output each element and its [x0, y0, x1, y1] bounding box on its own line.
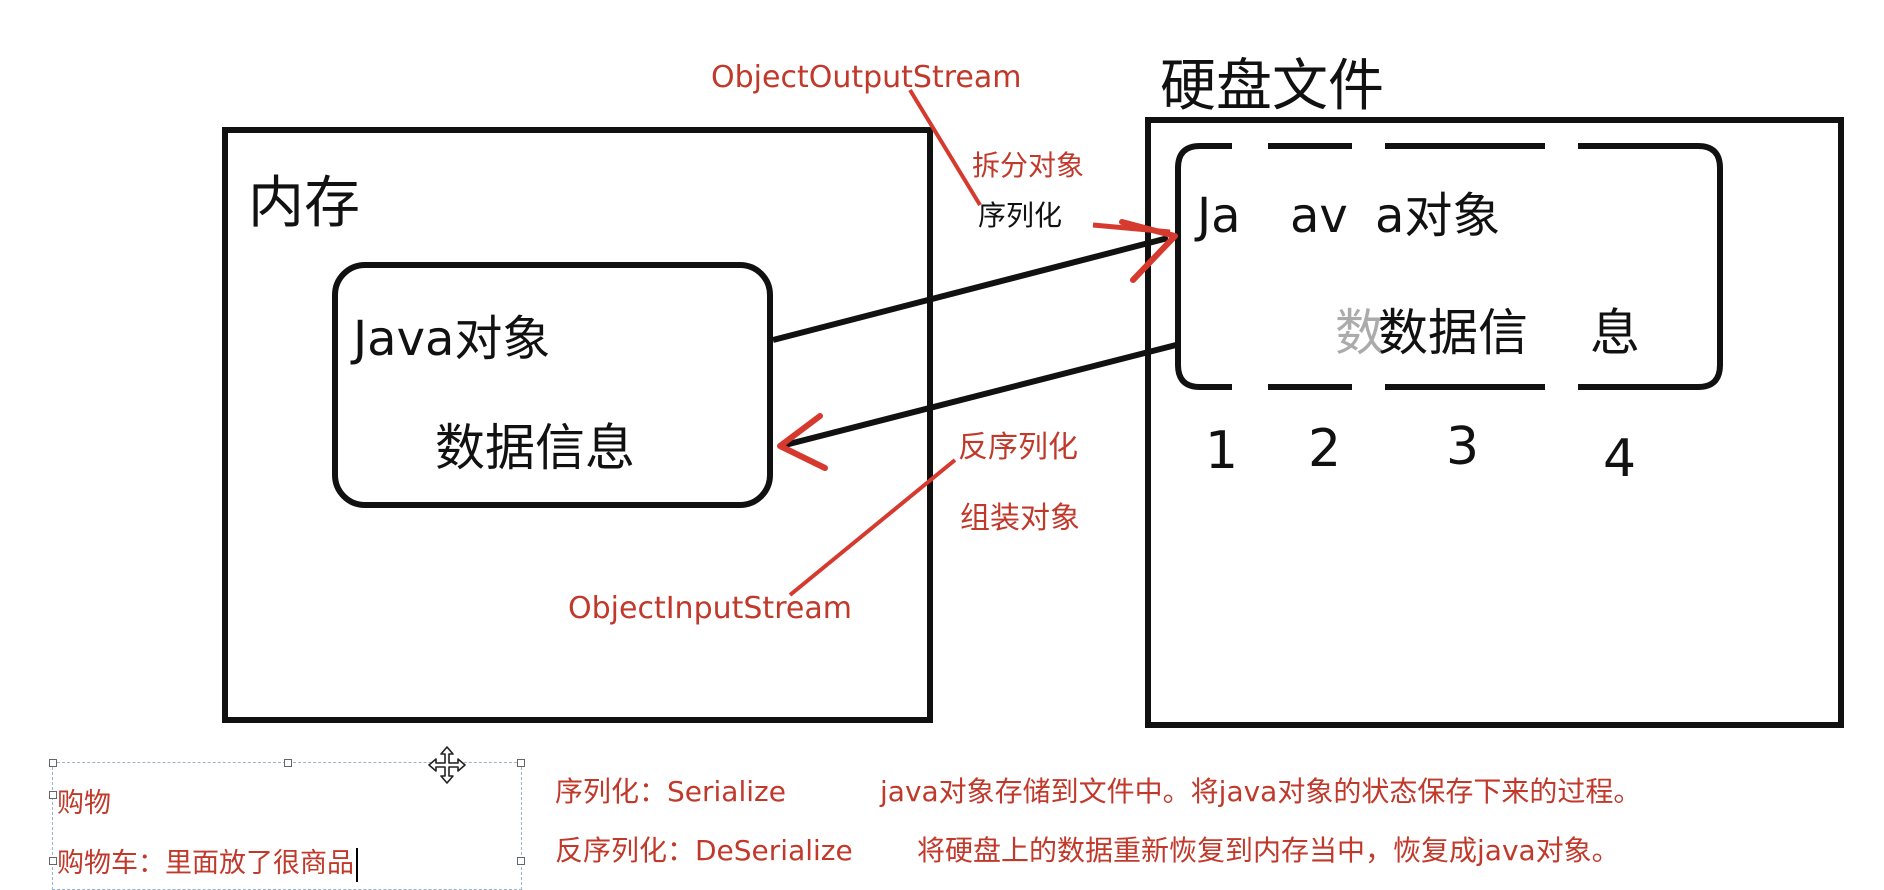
note-line-cart[interactable]: 购物车：里面放了很商品	[57, 841, 358, 882]
resize-handle-top-right[interactable]	[517, 759, 525, 767]
fragment-4-outline	[1578, 143, 1723, 390]
definition-deserialize: 反序列化：DeSerialize 将硬盘上的数据重新恢复到内存当中，恢复成java…	[555, 829, 1620, 869]
note-line-cart-text: 购物车：里面放了很商品	[57, 848, 354, 879]
split-object-label: 拆分对象	[972, 149, 1084, 182]
definition-serialize-desc: java对象存储到文件中。将java对象的状态保存下来的过程。	[880, 775, 1642, 808]
object-input-stream-label: ObjectInputStream	[568, 591, 852, 626]
memory-box	[222, 127, 933, 723]
memory-label: 内存	[248, 171, 360, 236]
fragment-text-av: av	[1290, 188, 1348, 244]
resize-handle-left-lower[interactable]	[49, 857, 57, 865]
serialize-arrow-line	[772, 235, 1169, 343]
fragment-3-outline	[1385, 143, 1545, 390]
definition-serialize-term: 序列化：Serialize	[555, 775, 786, 808]
note-text-box[interactable]: 购物 购物车：里面放了很商品	[49, 746, 525, 890]
move-icon[interactable]	[427, 745, 467, 785]
resize-handle-right-lower[interactable]	[517, 857, 525, 865]
assemble-object-label: 组装对象	[960, 501, 1080, 536]
resize-handle-top-center[interactable]	[284, 759, 292, 767]
fragment-number-3: 3	[1446, 417, 1479, 477]
memory-object-data: 数据信息	[435, 419, 635, 477]
serialization-diagram: 内存 Java对象 数据信息 硬盘文件 Ja av a对象 数 数据信 息 1 …	[222, 54, 1844, 728]
fragment-2-outline	[1268, 143, 1352, 390]
resize-handle-top-left[interactable]	[49, 759, 57, 767]
memory-object-box	[332, 262, 773, 508]
resize-handle-left-upper[interactable]	[49, 791, 57, 799]
definition-deserialize-desc: 将硬盘上的数据重新恢复到内存当中，恢复成java对象。	[917, 834, 1620, 867]
fragment-text-a-object: a对象	[1375, 188, 1500, 244]
fragment-number-1: 1	[1205, 421, 1238, 481]
output-stream-pointer	[908, 88, 982, 207]
fragment-number-4: 4	[1603, 429, 1636, 489]
disk-label: 硬盘文件	[1160, 54, 1384, 119]
fragment-number-2: 2	[1308, 419, 1341, 479]
fragment-text-data-info: 数据信	[1378, 304, 1528, 362]
definition-serialize: 序列化：Serialize java对象存储到文件中。将java对象的状态保存下来…	[555, 770, 1641, 810]
fragment-text-shu: 数	[1335, 304, 1385, 362]
deserialize-arrowhead	[777, 413, 828, 471]
text-caret	[356, 847, 358, 882]
fragment-text-ja: Ja	[1194, 188, 1241, 244]
fragment-text-xi: 息	[1590, 304, 1640, 362]
serialize-pointer-stroke	[1092, 222, 1171, 235]
deserialize-label: 反序列化	[958, 430, 1078, 465]
disk-object-fragments: Ja av a对象 数 数据信 息 1 2 3 4	[1175, 143, 1723, 489]
object-output-stream-label: ObjectOutputStream	[711, 60, 1021, 95]
note-line-shopping[interactable]: 购物	[57, 788, 111, 819]
fragment-1-outline	[1175, 143, 1232, 390]
memory-object-title: Java对象	[350, 311, 550, 367]
definition-deserialize-term: 反序列化：DeSerialize	[555, 834, 853, 867]
disk-box	[1145, 117, 1844, 728]
serialize-label: 序列化	[978, 199, 1062, 232]
input-stream-pointer	[788, 458, 957, 597]
deserialize-arrow-line	[784, 342, 1177, 448]
serialize-arrowhead	[1119, 219, 1178, 283]
